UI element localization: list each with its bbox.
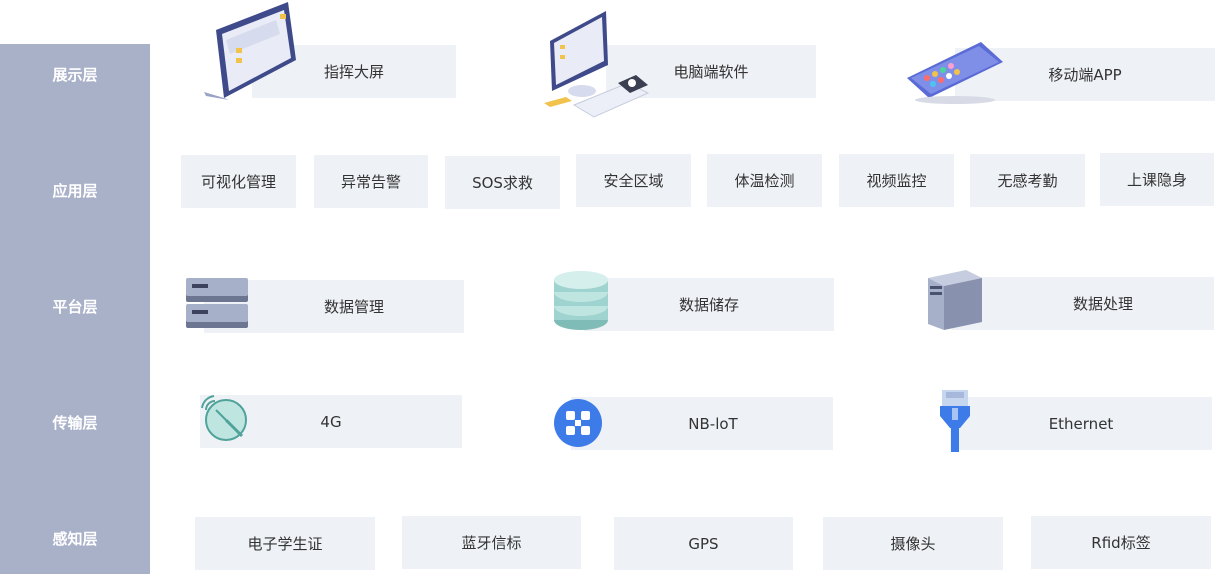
platform-item-label: 数据储存: [678, 296, 739, 314]
application-item-label: 异常告警: [340, 173, 401, 191]
display-item-label: 电脑端软件: [673, 63, 749, 81]
layer-label-application: 应用层: [52, 182, 98, 200]
network-node-icon: [554, 399, 602, 447]
application-item-label: 可视化管理: [200, 173, 276, 191]
server-tower-icon: [928, 270, 982, 330]
layer-sidebar: [0, 44, 150, 574]
application-item: 视频监控: [839, 154, 954, 207]
application-item: 体温检测: [707, 154, 822, 207]
platform-item-data-storage: 数据储存: [584, 278, 834, 331]
application-item: 可视化管理: [181, 155, 296, 208]
transport-item-label: Ethernet: [1048, 414, 1114, 433]
perception-item-label: GPS: [688, 534, 719, 553]
application-item: 无感考勤: [970, 154, 1085, 207]
application-item: 安全区域: [576, 154, 691, 207]
perception-item: GPS: [614, 517, 793, 570]
laptop-icon: [204, 2, 296, 100]
server-rack-icon: [186, 278, 248, 328]
application-item-label: 体温检测: [734, 172, 795, 190]
satellite-dish-icon: [201, 395, 247, 441]
perception-item: 摄像头: [823, 517, 1003, 570]
transport-item-label: 4G: [320, 412, 342, 431]
perception-item: 蓝牙信标: [402, 516, 581, 569]
layer-label-perception: 感知层: [52, 530, 98, 548]
perception-item-label: 蓝牙信标: [461, 534, 522, 552]
platform-item-label: 数据管理: [323, 298, 384, 316]
application-item-label: 无感考勤: [997, 172, 1058, 190]
smartphone-icon: [907, 42, 1003, 104]
layer-label-platform: 平台层: [52, 298, 98, 316]
transport-item-label: NB-loT: [688, 414, 738, 433]
transport-item-nb-iot: NB-loT: [571, 397, 833, 450]
desktop-computer-icon: [544, 11, 650, 118]
perception-item-label: 摄像头: [890, 535, 936, 553]
perception-item: 电子学生证: [195, 517, 375, 570]
display-item-label: 移动端APP: [1048, 66, 1122, 84]
display-item-label: 指挥大屏: [323, 63, 384, 81]
application-item-label: 上课隐身: [1126, 171, 1187, 189]
layer-label-transport: 传输层: [52, 414, 98, 432]
display-item-mobile-app: 移动端APP: [955, 48, 1215, 101]
perception-item-label: 电子学生证: [247, 535, 323, 553]
transport-item-ethernet: Ethernet: [950, 397, 1212, 450]
perception-item-label: Rfid标签: [1091, 534, 1151, 552]
application-item: 上课隐身: [1100, 153, 1214, 206]
perception-item: Rfid标签: [1031, 516, 1211, 569]
platform-item-data-processing: 数据处理: [952, 277, 1214, 330]
application-item: 异常告警: [314, 155, 428, 208]
layer-label-display: 展示层: [52, 66, 98, 84]
platform-item-label: 数据处理: [1072, 295, 1133, 313]
application-item-label: 安全区域: [603, 172, 664, 190]
application-item-label: 视频监控: [866, 172, 927, 190]
database-icon: [554, 271, 608, 330]
application-item: SOS求救: [445, 156, 560, 209]
ethernet-plug-icon: [940, 390, 970, 452]
application-item-label: SOS求救: [472, 174, 533, 192]
